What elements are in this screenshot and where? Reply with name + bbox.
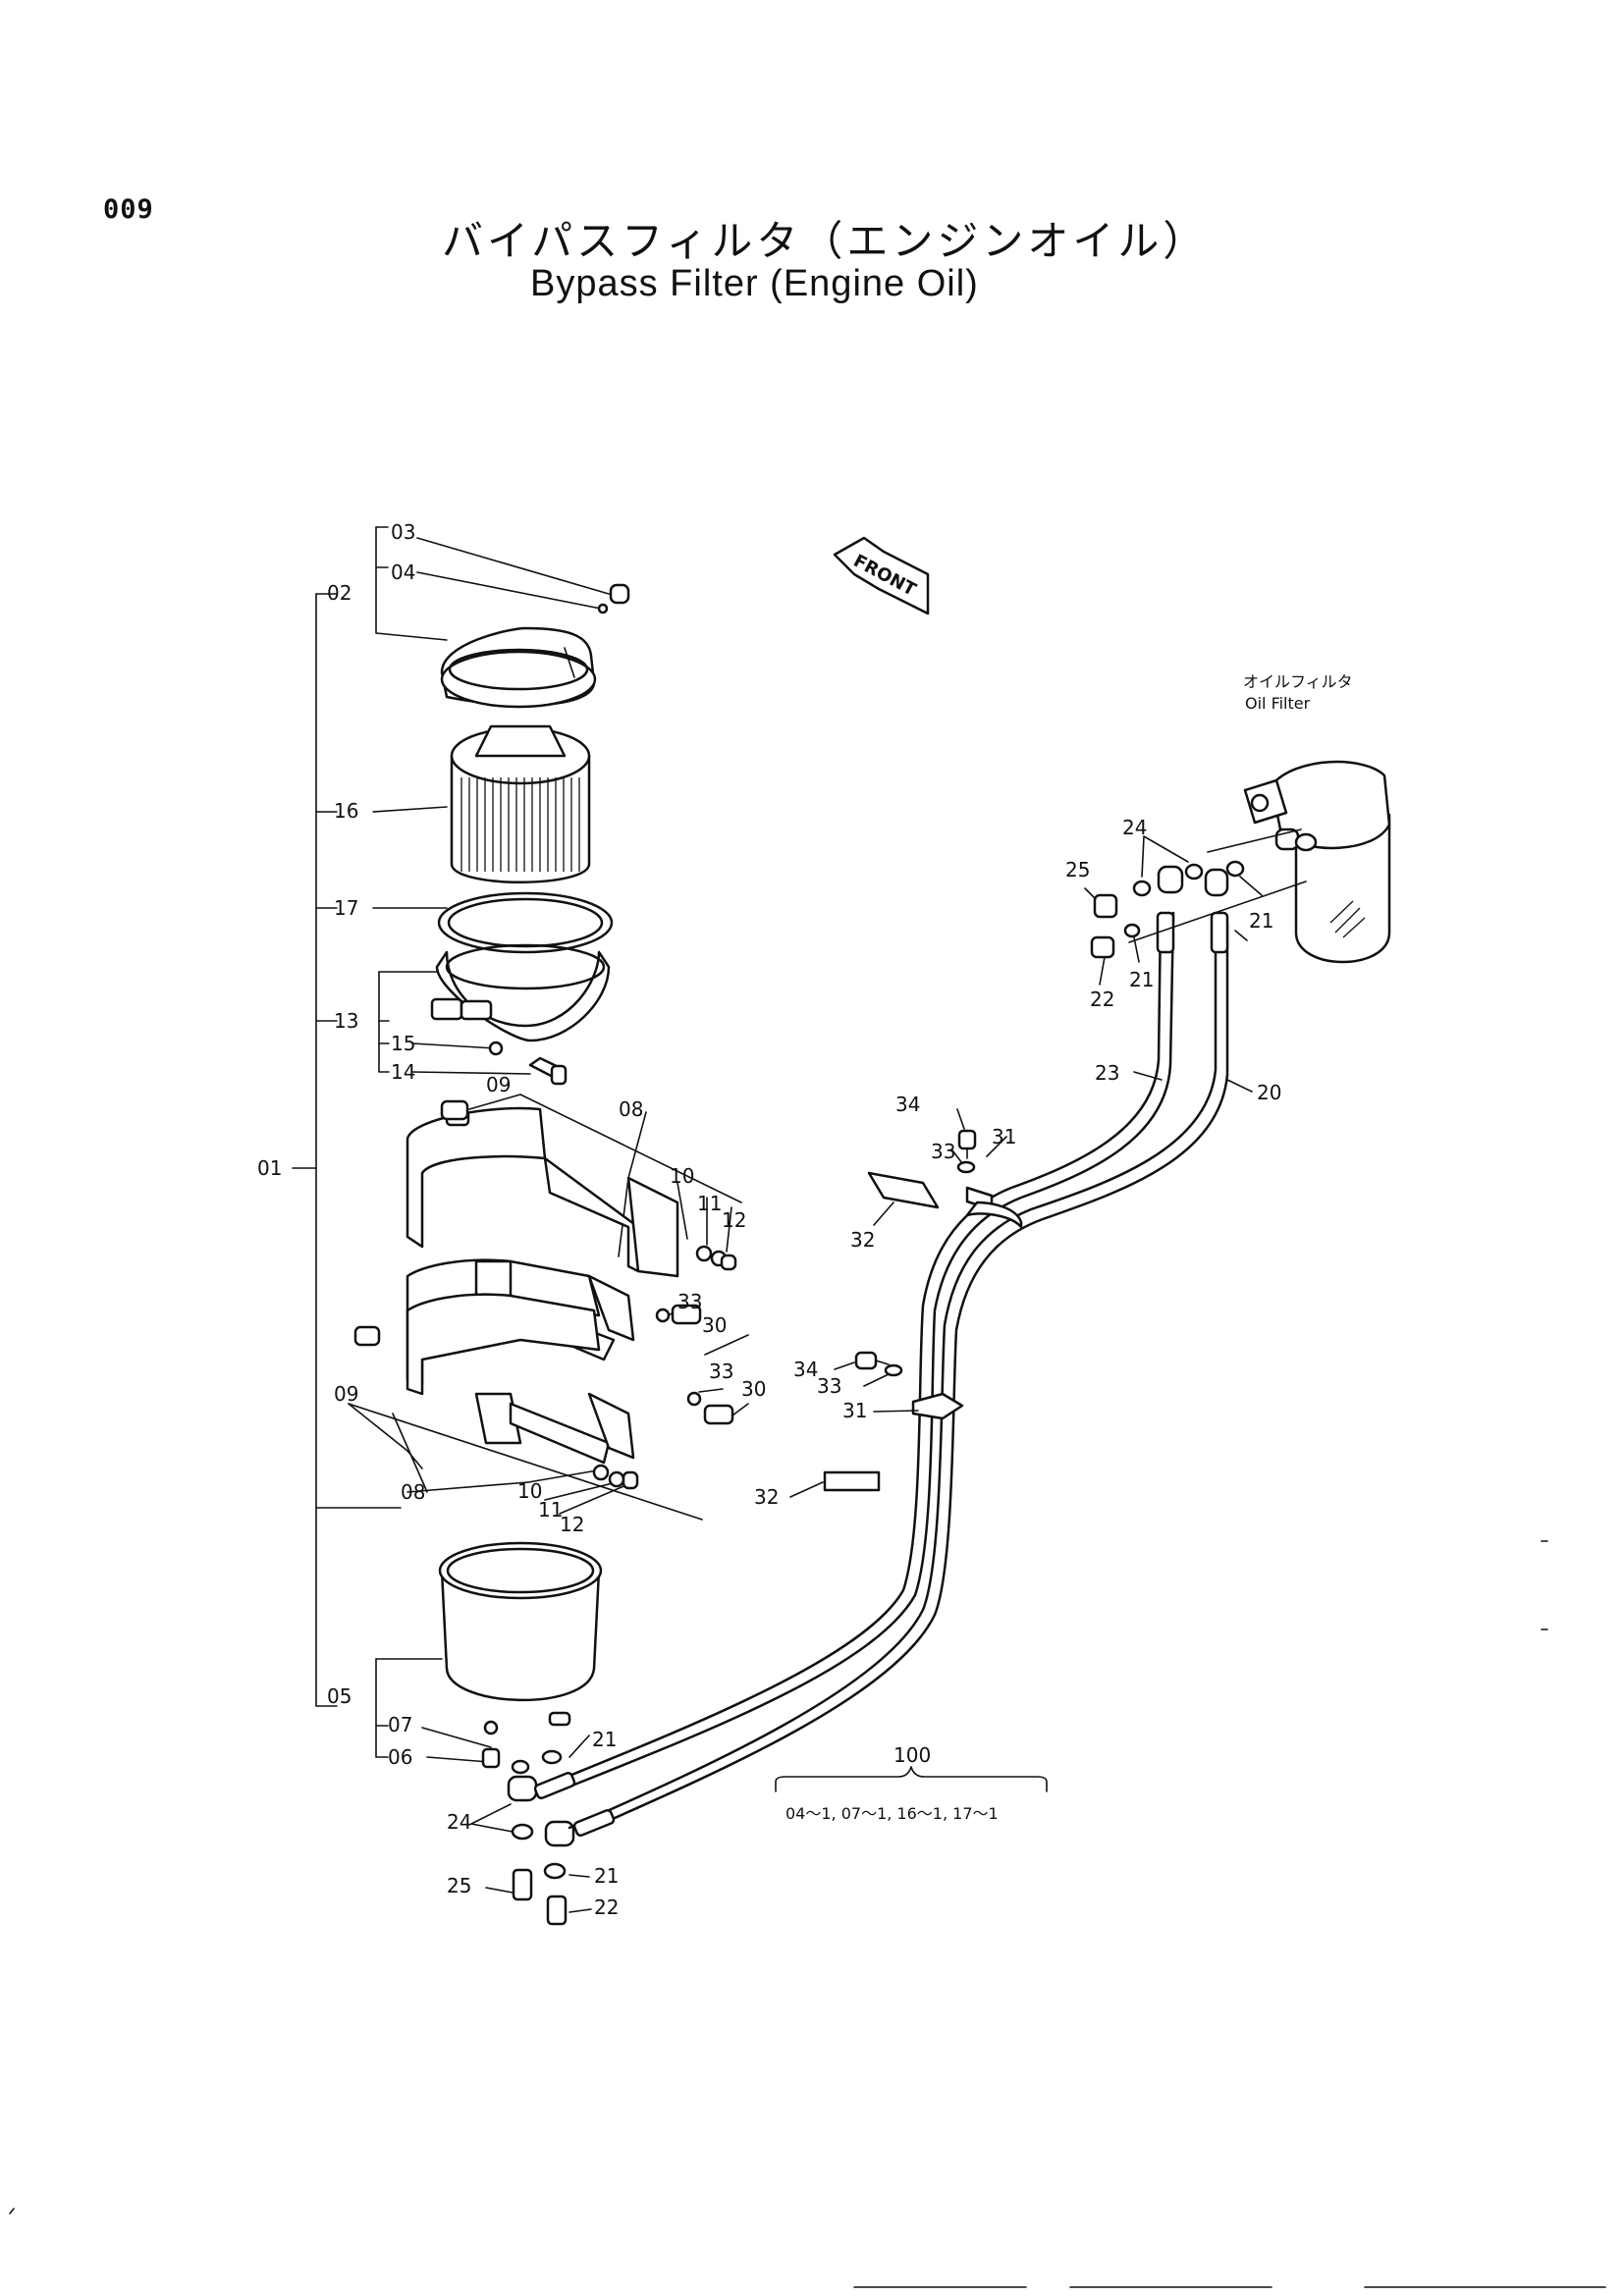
part-20-23-hoses [533,911,1229,1838]
callout-22a: 22 [1090,988,1114,1011]
callout-33d: 33 [817,1374,841,1398]
callout-11b: 11 [538,1498,563,1522]
callout-11a: 11 [697,1192,722,1215]
leader-lines-right [789,536,1307,1498]
part-16-filter-element [450,724,591,883]
part-08-upper-bracket [406,1106,679,1278]
callout-22b: 22 [594,1896,619,1919]
callout-21a: 21 [1249,909,1273,933]
callout-15: 15 [391,1032,415,1055]
callout-05: 05 [327,1684,352,1708]
callout-12b: 12 [560,1513,584,1536]
callout-31b: 31 [842,1399,867,1422]
part-17-seal-ring [437,891,614,954]
callout-21c: 21 [592,1728,617,1751]
margin-marks [9,1540,1606,2288]
part-08-lower-bracket [406,1258,635,1465]
hardware-bolts-left [353,1099,737,1490]
callout-14: 14 [391,1060,415,1084]
callout-23: 23 [1095,1061,1119,1085]
callout-33b: 33 [677,1290,702,1313]
part-31-clamps [911,1186,1023,1420]
callout-33c: 33 [709,1360,733,1383]
callout-20: 20 [1257,1081,1281,1104]
callout-17: 17 [334,896,358,920]
part-02-cover [440,626,597,709]
title-english: Bypass Filter (Engine Oil) [530,263,979,304]
callout-07: 07 [388,1713,412,1736]
title-japanese: バイパスフィルタ（エンジンオイル） [442,217,1209,265]
callout-34a: 34 [895,1093,920,1116]
callout-04: 04 [391,561,415,584]
callout-25b: 25 [447,1874,471,1897]
callout-32b: 32 [754,1485,779,1509]
callout-10a: 10 [670,1164,694,1188]
callout-32a: 32 [850,1228,875,1252]
part-13-band-clamp [430,943,611,1086]
bottom-fittings [507,1749,575,1926]
callout-02: 02 [327,581,352,605]
callout-30a: 30 [702,1313,727,1337]
callout-21d: 21 [594,1864,619,1888]
callout-24b: 24 [447,1810,471,1834]
callout-10b: 10 [517,1479,542,1503]
callout-34b: 34 [793,1358,818,1381]
callout-03: 03 [391,520,415,544]
oil-filter-assembly [1243,760,1391,964]
callout-08a: 08 [619,1097,643,1121]
callout-25a: 25 [1065,858,1090,881]
callout-16: 16 [334,799,358,823]
part-32-plates [823,1171,940,1492]
assembly-note-brace [775,1766,1048,1792]
hardware-bolts-right [854,1129,977,1377]
callout-31a: 31 [992,1125,1016,1148]
part-06-drain-plug [481,1720,501,1769]
callout-21b: 21 [1129,968,1154,991]
callout-33a: 33 [931,1140,955,1163]
top-right-fittings [1090,860,1245,959]
callout-06: 06 [388,1745,412,1769]
part-05-bowl [438,1541,603,1727]
callout-08b: 08 [401,1480,425,1504]
callout-30b: 30 [741,1377,766,1401]
callout-09a: 09 [486,1073,511,1096]
assembly-bracket [292,526,448,1758]
assembly-note-ref: 100 [893,1743,931,1767]
oil-filter-label-en: Oil Filter [1245,694,1311,713]
callout-13: 13 [334,1009,358,1033]
oil-filter-label-jp: オイルフィルタ [1243,672,1353,691]
callout-09b: 09 [334,1382,358,1406]
callout-24a: 24 [1122,816,1147,839]
part-03-knob [597,583,630,614]
assembly-note-items: 04〜1, 07〜1, 16〜1, 17〜1 [785,1804,999,1823]
callout-01: 01 [257,1156,282,1180]
callout-12a: 12 [722,1208,746,1232]
leader-lines-left [348,537,749,1913]
page-number: 009 [103,194,154,225]
